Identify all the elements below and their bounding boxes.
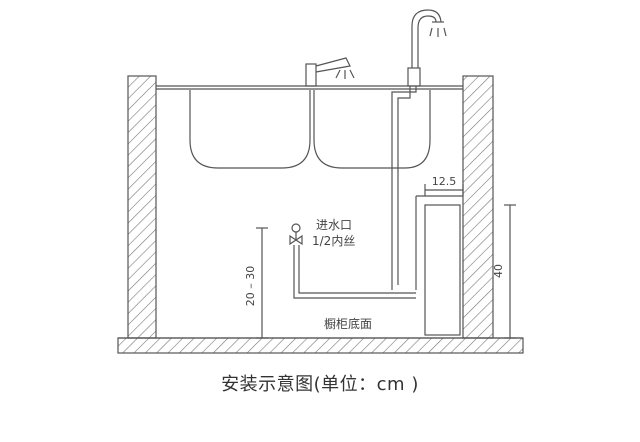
diagram-caption: 安装示意图(单位：cm ) (221, 374, 419, 395)
riser-pipe-inner (397, 86, 411, 285)
kitchen-faucet (305, 57, 355, 87)
left-wall (127, 75, 157, 339)
cabinet-bottom-label: 橱柜底面 (324, 316, 372, 331)
dim-offset (424, 184, 464, 196)
sink-basin-left (189, 90, 311, 169)
supply-pipe-inner (298, 245, 416, 294)
riser-pipe-outer (391, 86, 417, 290)
floor-slab (117, 337, 524, 354)
dim-inlet-height-label: 20 – 30 (244, 266, 257, 307)
dim-inlet-height (256, 227, 268, 339)
inlet-label-line1: 进水口 (316, 218, 352, 232)
gooseneck-tap (407, 9, 447, 87)
right-wall (462, 75, 494, 339)
dim-unit-height-label: 40 (492, 264, 505, 278)
inlet-valve-icon (289, 223, 303, 246)
dim-unit-height (504, 204, 516, 339)
under-sink-unit (424, 204, 461, 336)
inlet-label-line2: 1/2内丝 (312, 234, 355, 248)
dim-offset-label: 12.5 (432, 175, 457, 188)
supply-pipe-outer (293, 245, 416, 299)
sink-basin-right (313, 90, 431, 169)
